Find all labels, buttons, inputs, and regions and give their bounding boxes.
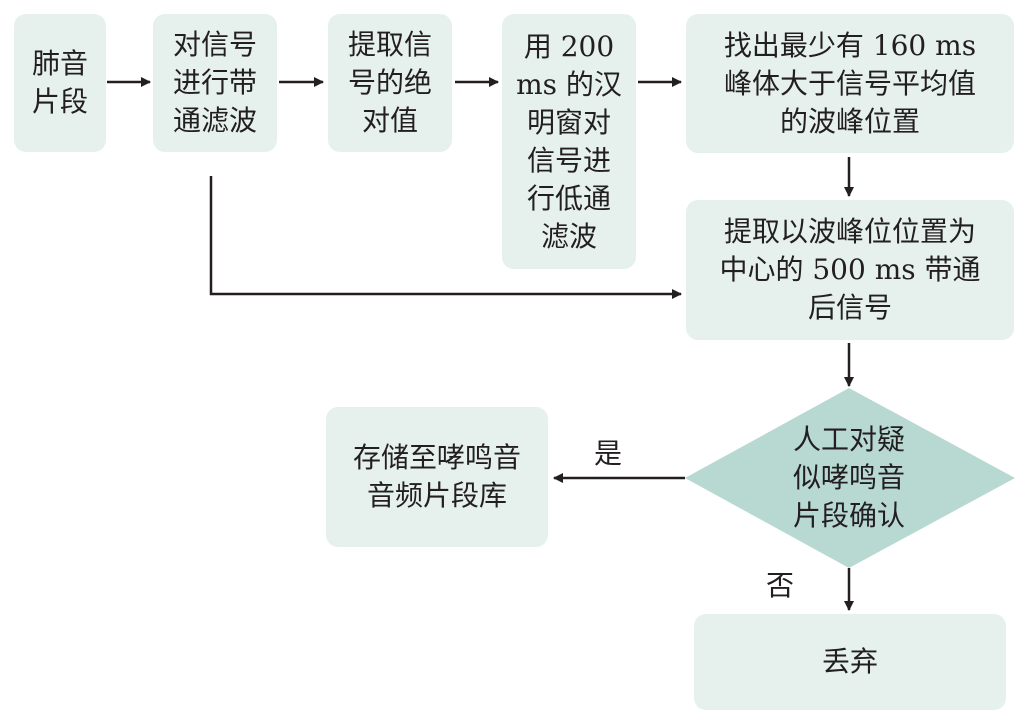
node-line: 用 200 bbox=[523, 29, 615, 63]
edge-label-no: 否 bbox=[766, 569, 795, 602]
node-line: 对值 bbox=[361, 104, 418, 137]
node-bandpass-filter: 对信号 进行带 通滤波 bbox=[153, 14, 277, 152]
node-line: 音频片段库 bbox=[366, 479, 507, 512]
node-line: 丢弃 bbox=[821, 645, 878, 678]
node-line: 明窗对 bbox=[526, 105, 611, 139]
node-manual-confirm-text: 人工对疑 似哮鸣音 片段确认 bbox=[725, 418, 973, 538]
node-hanning-lowpass: 用 200 ms 的汉 明窗对 信号进 行低通 滤波 bbox=[502, 14, 636, 269]
decision-diamond bbox=[685, 388, 1015, 568]
node-line: 似哮鸣音 bbox=[792, 461, 905, 494]
node-line: 滤波 bbox=[540, 219, 597, 253]
node-line: 片段确认 bbox=[792, 499, 905, 532]
arrow-bandpass-to-extract bbox=[209, 176, 682, 299]
node-discard: 丢弃 bbox=[694, 614, 1006, 710]
node-extract-500ms: 提取以波峰位位置为 中心的 500 ms 带通 后信号 bbox=[686, 200, 1014, 340]
node-line: 存储至哮鸣音 bbox=[352, 441, 521, 474]
node-line: 的波峰位置 bbox=[779, 104, 920, 138]
node-store-library: 存储至哮鸣音 音频片段库 bbox=[326, 407, 548, 547]
edge-label-yes: 是 bbox=[594, 437, 623, 470]
node-line: 人工对疑 bbox=[792, 423, 905, 456]
node-absolute-value: 提取信 号的绝 对值 bbox=[328, 14, 452, 152]
node-line: 提取信 bbox=[347, 28, 432, 61]
node-line: 信号进 bbox=[526, 143, 611, 177]
node-line: 找出最少有 160 ms bbox=[723, 28, 977, 62]
node-line: ms 的汉 bbox=[516, 67, 622, 101]
node-line: 峰体大于信号平均值 bbox=[723, 66, 976, 100]
node-line: 肺音 bbox=[31, 47, 88, 80]
node-line: 片段 bbox=[31, 85, 88, 118]
node-line: 后信号 bbox=[807, 291, 892, 324]
node-lung-segment: 肺音 片段 bbox=[14, 14, 106, 152]
node-find-peaks: 找出最少有 160 ms 峰体大于信号平均值 的波峰位置 bbox=[686, 14, 1014, 153]
node-line: 对信号 bbox=[172, 28, 257, 61]
node-line: 通滤波 bbox=[172, 104, 257, 137]
node-line: 号的绝 bbox=[347, 66, 432, 99]
node-line: 行低通 bbox=[526, 181, 611, 215]
node-line: 进行带 bbox=[172, 66, 257, 99]
node-line: 中心的 500 ms 带通 bbox=[719, 253, 981, 286]
node-line: 提取以波峰位位置为 bbox=[723, 215, 976, 248]
